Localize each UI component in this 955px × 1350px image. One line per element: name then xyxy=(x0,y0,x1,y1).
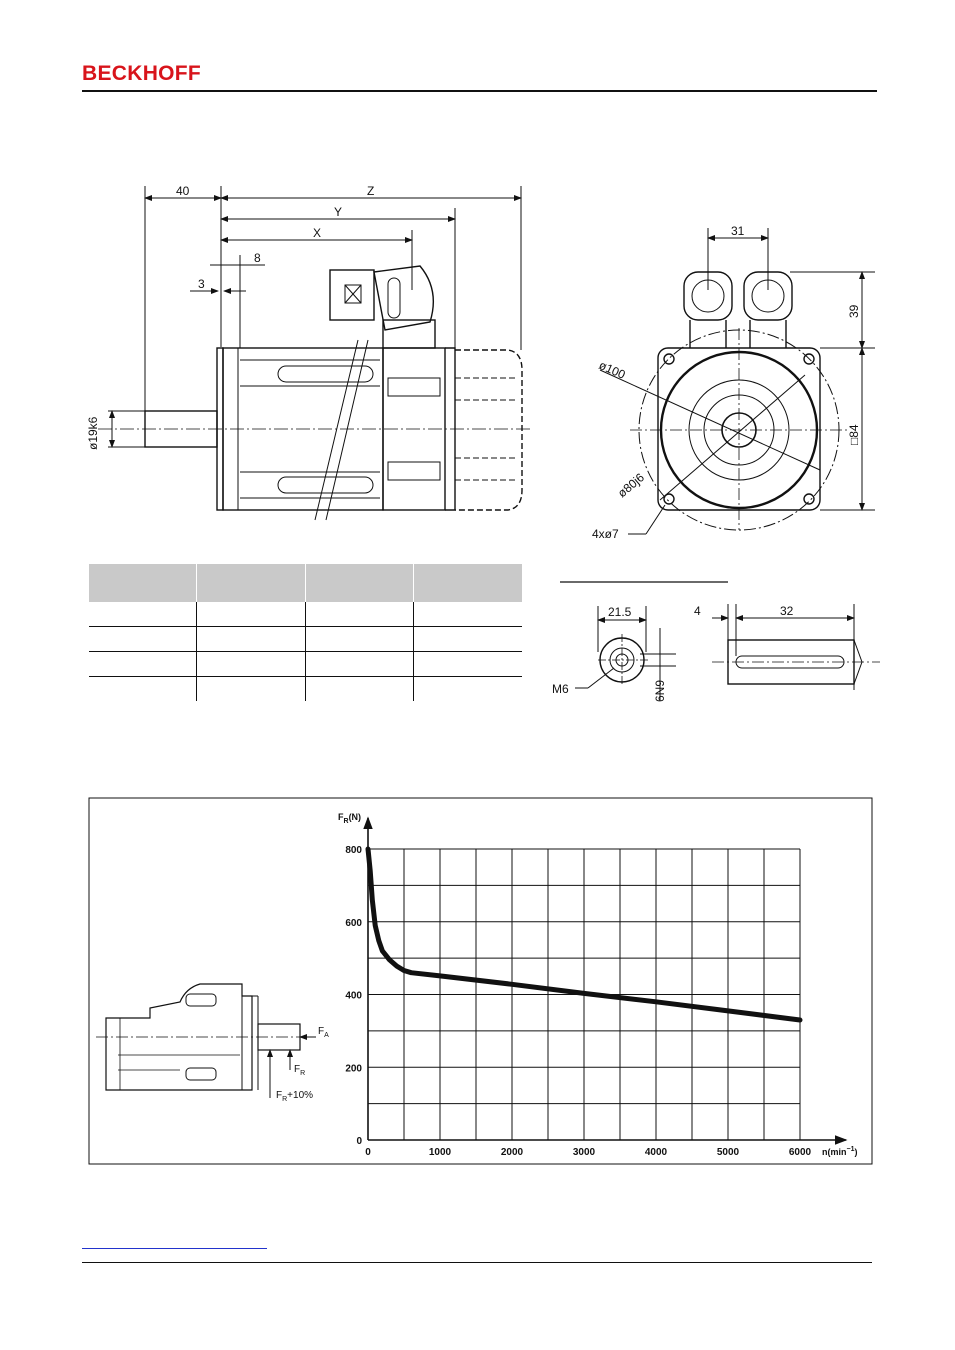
svg-text:Z: Z xyxy=(367,184,374,198)
table-cell xyxy=(196,602,306,627)
svg-text:4xø7: 4xø7 xyxy=(592,527,619,541)
x-tick-label: 1000 xyxy=(429,1147,452,1158)
footer-rule xyxy=(82,1262,872,1263)
chart-frame xyxy=(88,797,873,1165)
svg-text:4: 4 xyxy=(694,604,701,618)
table-cell xyxy=(88,602,197,627)
svg-text:FR+10%: FR+10% xyxy=(276,1090,313,1103)
table-header-row xyxy=(87,564,522,602)
table-header-cell xyxy=(87,564,197,602)
front-view xyxy=(599,228,875,535)
svg-text:FA: FA xyxy=(318,1026,329,1039)
svg-text:Y: Y xyxy=(334,205,342,219)
table-row xyxy=(89,676,522,701)
table-cell xyxy=(413,602,522,627)
y-tick-label: 400 xyxy=(345,991,362,1002)
svg-text:32: 32 xyxy=(780,604,794,618)
y-tick-label: 600 xyxy=(345,918,362,929)
shaft-detail xyxy=(560,581,880,700)
chart-tick-labels: 0 1000 2000 3000 4000 5000 6000 0 200 400 600 800 xyxy=(345,845,811,1158)
table-cell xyxy=(304,676,414,701)
svg-text:31: 31 xyxy=(731,224,745,238)
y-tick-label: 0 xyxy=(356,1136,362,1147)
table-cell xyxy=(413,651,522,677)
table-cell xyxy=(413,676,522,701)
x-tick-label: 2000 xyxy=(501,1147,524,1158)
header-rule xyxy=(82,90,877,92)
x-axis-label: n(min−1) xyxy=(822,1146,857,1157)
table-cell xyxy=(196,626,306,652)
y-tick-label: 800 xyxy=(345,845,362,856)
svg-text:M6: M6 xyxy=(552,682,569,696)
table-header-cell xyxy=(196,564,306,602)
svg-text:□84: □84 xyxy=(847,424,861,445)
x-tick-label: 4000 xyxy=(645,1147,668,1158)
y-axis-label: FR(N) xyxy=(338,812,361,825)
svg-text:FR: FR xyxy=(294,1064,305,1077)
shaft-detail-labels: 21.5 M6 6N9 4 32 xyxy=(552,604,794,702)
x-tick-label: 6000 xyxy=(789,1147,812,1158)
svg-text:6N9: 6N9 xyxy=(653,680,667,702)
svg-text:39: 39 xyxy=(847,304,861,318)
table-row xyxy=(88,626,522,652)
table-cell xyxy=(304,626,414,652)
table-cell xyxy=(304,602,414,627)
table-cell xyxy=(304,651,414,677)
svg-text:X: X xyxy=(313,226,321,240)
svg-text:40: 40 xyxy=(176,184,190,198)
table-cell xyxy=(88,651,197,677)
chart-grid xyxy=(368,848,801,1140)
svg-text:ø19k6: ø19k6 xyxy=(86,416,100,450)
table-cell xyxy=(196,676,306,701)
load-sketch-labels: FA FR FR+10% xyxy=(276,1026,329,1103)
x-tick-label: 3000 xyxy=(573,1147,596,1158)
dimension-table xyxy=(87,564,522,701)
series-line xyxy=(365,846,803,1023)
table-row xyxy=(88,651,522,677)
table-cell xyxy=(88,626,197,652)
table-cell xyxy=(413,626,522,652)
svg-text:3: 3 xyxy=(198,277,205,291)
svg-text:8: 8 xyxy=(254,251,261,265)
brand-logo: BECKHOFF xyxy=(82,62,202,85)
table-cell xyxy=(196,651,306,677)
table-row xyxy=(88,602,522,627)
footer-link[interactable] xyxy=(82,1236,267,1249)
table-header-cell xyxy=(304,564,414,602)
svg-text:21.5: 21.5 xyxy=(608,605,632,619)
table-header-cell xyxy=(413,564,522,602)
x-tick-label: 5000 xyxy=(717,1147,740,1158)
y-tick-label: 200 xyxy=(345,1063,362,1074)
load-sketch xyxy=(96,983,316,1098)
x-tick-label: 0 xyxy=(365,1147,371,1158)
side-view-labels: 40 Z Y X 8 3 ø19k6 xyxy=(86,184,374,450)
side-view xyxy=(98,186,530,521)
